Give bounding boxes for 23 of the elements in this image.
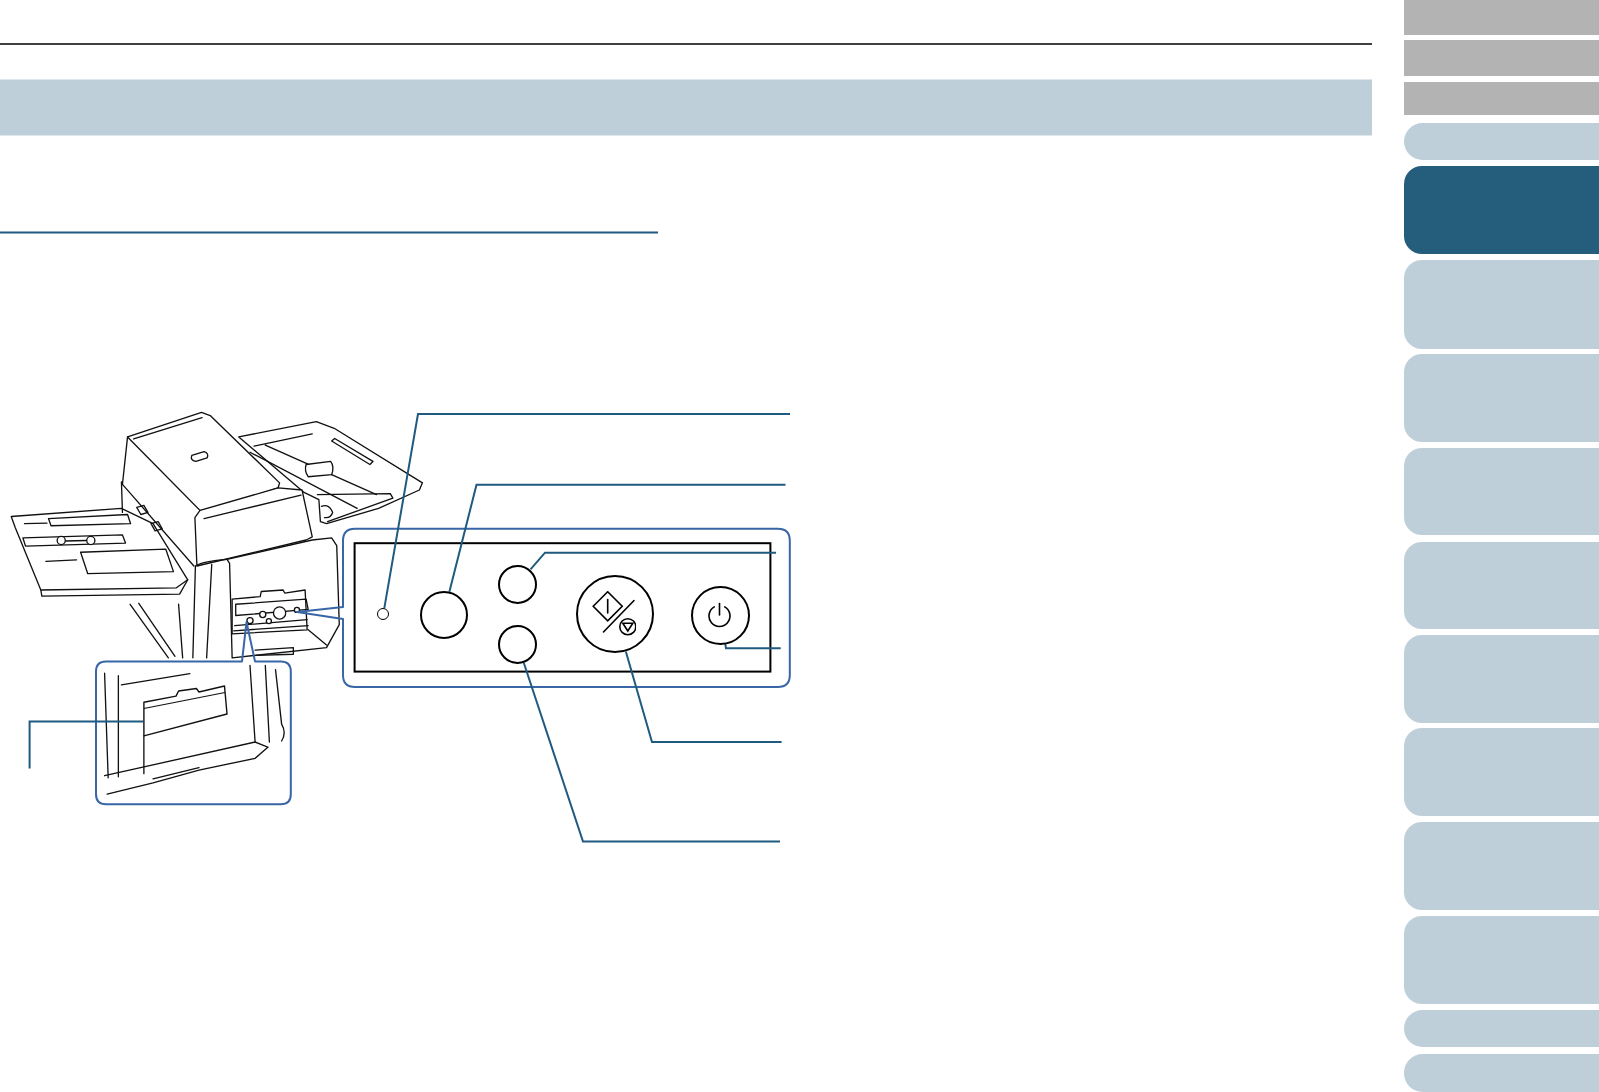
nav-tab — [1404, 822, 1599, 910]
leader-line — [383, 413, 791, 610]
nav-tab — [1404, 1009, 1599, 1047]
nav-tab — [1404, 123, 1599, 160]
leader-line — [522, 662, 781, 843]
leader-line — [529, 551, 777, 571]
nav-tab — [1404, 448, 1599, 535]
nav-tab — [1404, 541, 1599, 629]
nav-tab — [1404, 1053, 1599, 1092]
nav-tab — [1404, 728, 1599, 816]
selected-nav-tab — [1404, 166, 1599, 254]
nav-tab — [1404, 81, 1599, 115]
leader-line — [624, 650, 783, 743]
nav-tab — [1404, 635, 1599, 723]
leader-line — [448, 483, 787, 593]
nav-tab — [1404, 354, 1599, 442]
leader-line — [28, 720, 144, 770]
nav-tab — [1404, 916, 1599, 1004]
nav-tab — [1404, 0, 1599, 35]
nav-tab — [1404, 260, 1599, 349]
nav-tab — [1404, 40, 1599, 76]
slot — [143, 685, 228, 737]
leader-line — [724, 643, 782, 650]
